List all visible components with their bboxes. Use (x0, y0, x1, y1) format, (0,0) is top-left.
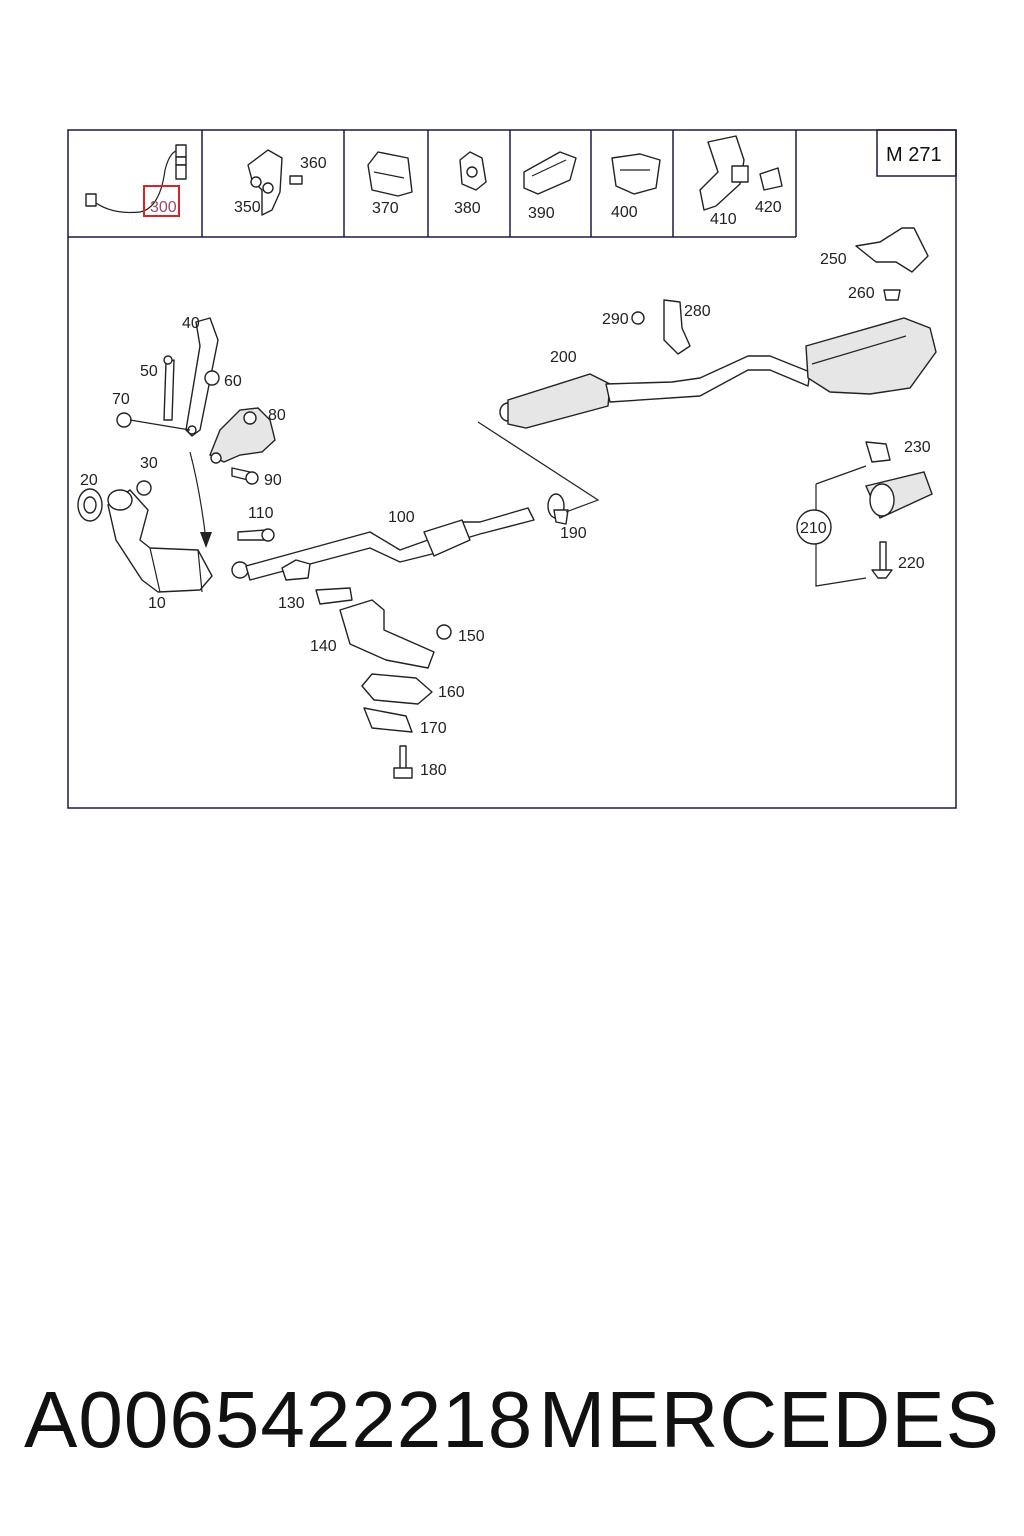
thumbnail-strip (68, 130, 797, 238)
callout-40: 40 (182, 315, 200, 332)
plate-170[interactable] (363, 707, 413, 733)
callout-230: 230 (904, 439, 931, 456)
callout-20: 20 (80, 472, 98, 489)
callout-220: 220 (898, 555, 925, 572)
thumb-label-350: 350 (234, 199, 261, 216)
nut-290[interactable] (631, 311, 645, 325)
callout-190: 190 (560, 525, 587, 542)
bolt-110[interactable] (237, 528, 275, 542)
clamp-370-thumbnail[interactable]: 370 (367, 151, 413, 217)
brand-name: MERCEDES (538, 1375, 1000, 1464)
rod[interactable] (163, 355, 175, 421)
bracket-250[interactable] (855, 227, 929, 273)
thumb-label-370: 370 (372, 200, 399, 217)
model-label-box: M 271 (876, 129, 957, 177)
diagram-frame (67, 129, 957, 809)
callout-50: 50 (140, 363, 158, 380)
nut-30[interactable] (136, 480, 152, 496)
thumb-label-360: 360 (300, 155, 327, 172)
clip-230[interactable] (865, 441, 891, 463)
callout-70: 70 (112, 391, 130, 408)
callout-90: 90 (264, 472, 282, 489)
thumb-label-400: 400 (611, 204, 638, 221)
assembly-arrow (189, 451, 212, 548)
thumb-label-390: 390 (528, 205, 555, 222)
thumb-label-300: 300 (150, 199, 177, 216)
callout-60: 60 (224, 373, 242, 390)
thumb-label-380: 380 (454, 200, 481, 217)
caption: A0065422218 MERCEDES (0, 1360, 1024, 1480)
callout-180: 180 (420, 762, 447, 779)
hanger-410-420-thumbnail[interactable]: 410 420 (699, 135, 783, 228)
callout-80: 80 (268, 407, 286, 424)
callout-130: 130 (278, 595, 305, 612)
front-pipe[interactable] (231, 507, 535, 581)
plate-160[interactable] (361, 673, 433, 705)
tailpipe-group[interactable] (796, 465, 933, 587)
callout-160: 160 (438, 684, 465, 701)
nut-150[interactable] (436, 624, 452, 640)
exhaust-parts-diagram: M 271 300 350 360 370 380 390 (67, 129, 957, 809)
callout-110: 110 (248, 505, 274, 522)
clip-130[interactable] (315, 587, 353, 605)
leader-line-200 (477, 421, 600, 513)
bracket-thumbnail[interactable]: 350 360 (234, 149, 327, 216)
bolt-90[interactable] (231, 467, 259, 485)
bracket-390-thumbnail[interactable]: 390 (523, 151, 577, 222)
callout-210: 210 (800, 520, 827, 537)
callout-250: 250 (820, 251, 847, 268)
callout-290: 290 (602, 311, 629, 328)
nut-60[interactable] (204, 370, 220, 386)
callout-260: 260 (848, 285, 875, 302)
callout-140: 140 (310, 638, 337, 655)
model-label: M 271 (886, 144, 942, 166)
rear-muffler-section[interactable] (499, 317, 937, 429)
callout-280: 280 (684, 303, 711, 320)
bolt-260[interactable] (883, 289, 901, 301)
pipe-hanger[interactable] (281, 559, 311, 581)
stud-180[interactable] (393, 745, 413, 779)
callout-100: 100 (388, 509, 415, 526)
bracket-140[interactable] (339, 599, 435, 669)
callout-200: 200 (550, 349, 577, 366)
screw-220[interactable] (871, 541, 893, 579)
callout-170: 170 (420, 720, 447, 737)
highlight-box (143, 185, 180, 217)
engine-mount[interactable] (209, 407, 276, 464)
thumb-label-410: 410 (710, 211, 737, 228)
callout-10: 10 (148, 595, 166, 612)
callout-30: 30 (140, 455, 158, 472)
bracket-400-thumbnail[interactable]: 400 (611, 153, 661, 221)
clamp-380-thumbnail[interactable]: 380 (454, 151, 487, 217)
bolt-70[interactable] (116, 412, 191, 431)
thumb-label-420: 420 (755, 199, 782, 216)
part-number: A0065422218 (24, 1375, 534, 1464)
gasket-20[interactable] (77, 488, 103, 522)
clamp-190[interactable] (547, 493, 569, 525)
oxygen-sensor-thumbnail[interactable]: 300 (85, 144, 187, 217)
hanger-280[interactable] (663, 299, 691, 355)
callout-150: 150 (458, 628, 485, 645)
catalytic-converter[interactable] (107, 489, 213, 593)
